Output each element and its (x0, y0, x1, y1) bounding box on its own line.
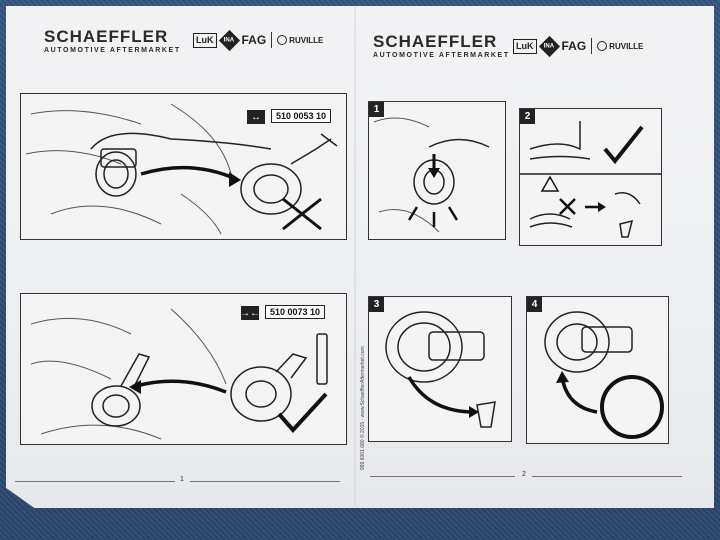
footer-rule (532, 476, 682, 477)
part-number-label: 510 0073 10 (265, 305, 326, 319)
brand-name: SCHAEFFLER (373, 32, 498, 51)
footer-rule (15, 481, 175, 482)
panel-part-510007310: →← 510 0073 10 (20, 293, 347, 445)
print-code-vertical: 999 6001 680 © 2015 · www.SchaefflerAfte… (360, 346, 366, 470)
illustration-wrong-cylinder (25, 103, 338, 235)
step-2-illustration (520, 121, 661, 238)
brand-sub: AUTOMOTIVE AFTERMARKET (44, 47, 181, 54)
partner-logos-left: LuK INA FAG RUVILLE (193, 29, 323, 51)
brand-logo-left: SCHAEFFLER AUTOMOTIVE AFTERMARKET (44, 27, 181, 55)
ruville-logo: RUVILLE (277, 35, 323, 45)
arrows-outward-icon: ↔ (247, 110, 265, 124)
step-number: 1 (369, 102, 384, 117)
page-number: 1 (180, 476, 184, 483)
logo-separator (271, 32, 273, 48)
step-number: 4 (527, 297, 542, 312)
arrows-inward-icon: →← (240, 306, 260, 320)
fag-logo: FAG (561, 39, 587, 53)
logo-separator (591, 38, 593, 54)
step-3-panel: 3 (368, 296, 512, 442)
step-1-panel: 1 (368, 101, 506, 240)
step-4-illustration (544, 311, 664, 439)
panel-part-510005310: ↔ 510 0053 10 (20, 93, 347, 240)
ruville-logo: RUVILLE (597, 41, 643, 51)
ina-logo: INA (538, 35, 560, 57)
footer-rule (190, 481, 340, 482)
step-number: 3 (369, 297, 384, 312)
step-number: 2 (520, 109, 535, 124)
brand-sub: AUTOMOTIVE AFTERMARKET (373, 52, 510, 59)
brand-name: SCHAEFFLER (44, 27, 169, 46)
ina-logo: INA (218, 29, 240, 51)
step-3-illustration (385, 311, 496, 428)
page-number: 2 (522, 471, 526, 478)
step-2-panel: 2 (519, 108, 662, 246)
step-1-illustration (373, 117, 490, 233)
luk-logo: LuK (193, 32, 217, 48)
partner-logos-right: LuK INA FAG RUVILLE (513, 35, 643, 57)
fag-logo: FAG (241, 33, 267, 47)
part-number-label: 510 0053 10 (271, 109, 332, 123)
sheet-fold (354, 6, 356, 506)
step-4-panel: 4 (526, 296, 669, 444)
illustration-correct-cylinder (30, 308, 328, 440)
footer-rule (370, 476, 515, 477)
luk-logo: LuK (513, 38, 537, 54)
brand-logo-right: SCHAEFFLER AUTOMOTIVE AFTERMARKET (373, 32, 510, 60)
